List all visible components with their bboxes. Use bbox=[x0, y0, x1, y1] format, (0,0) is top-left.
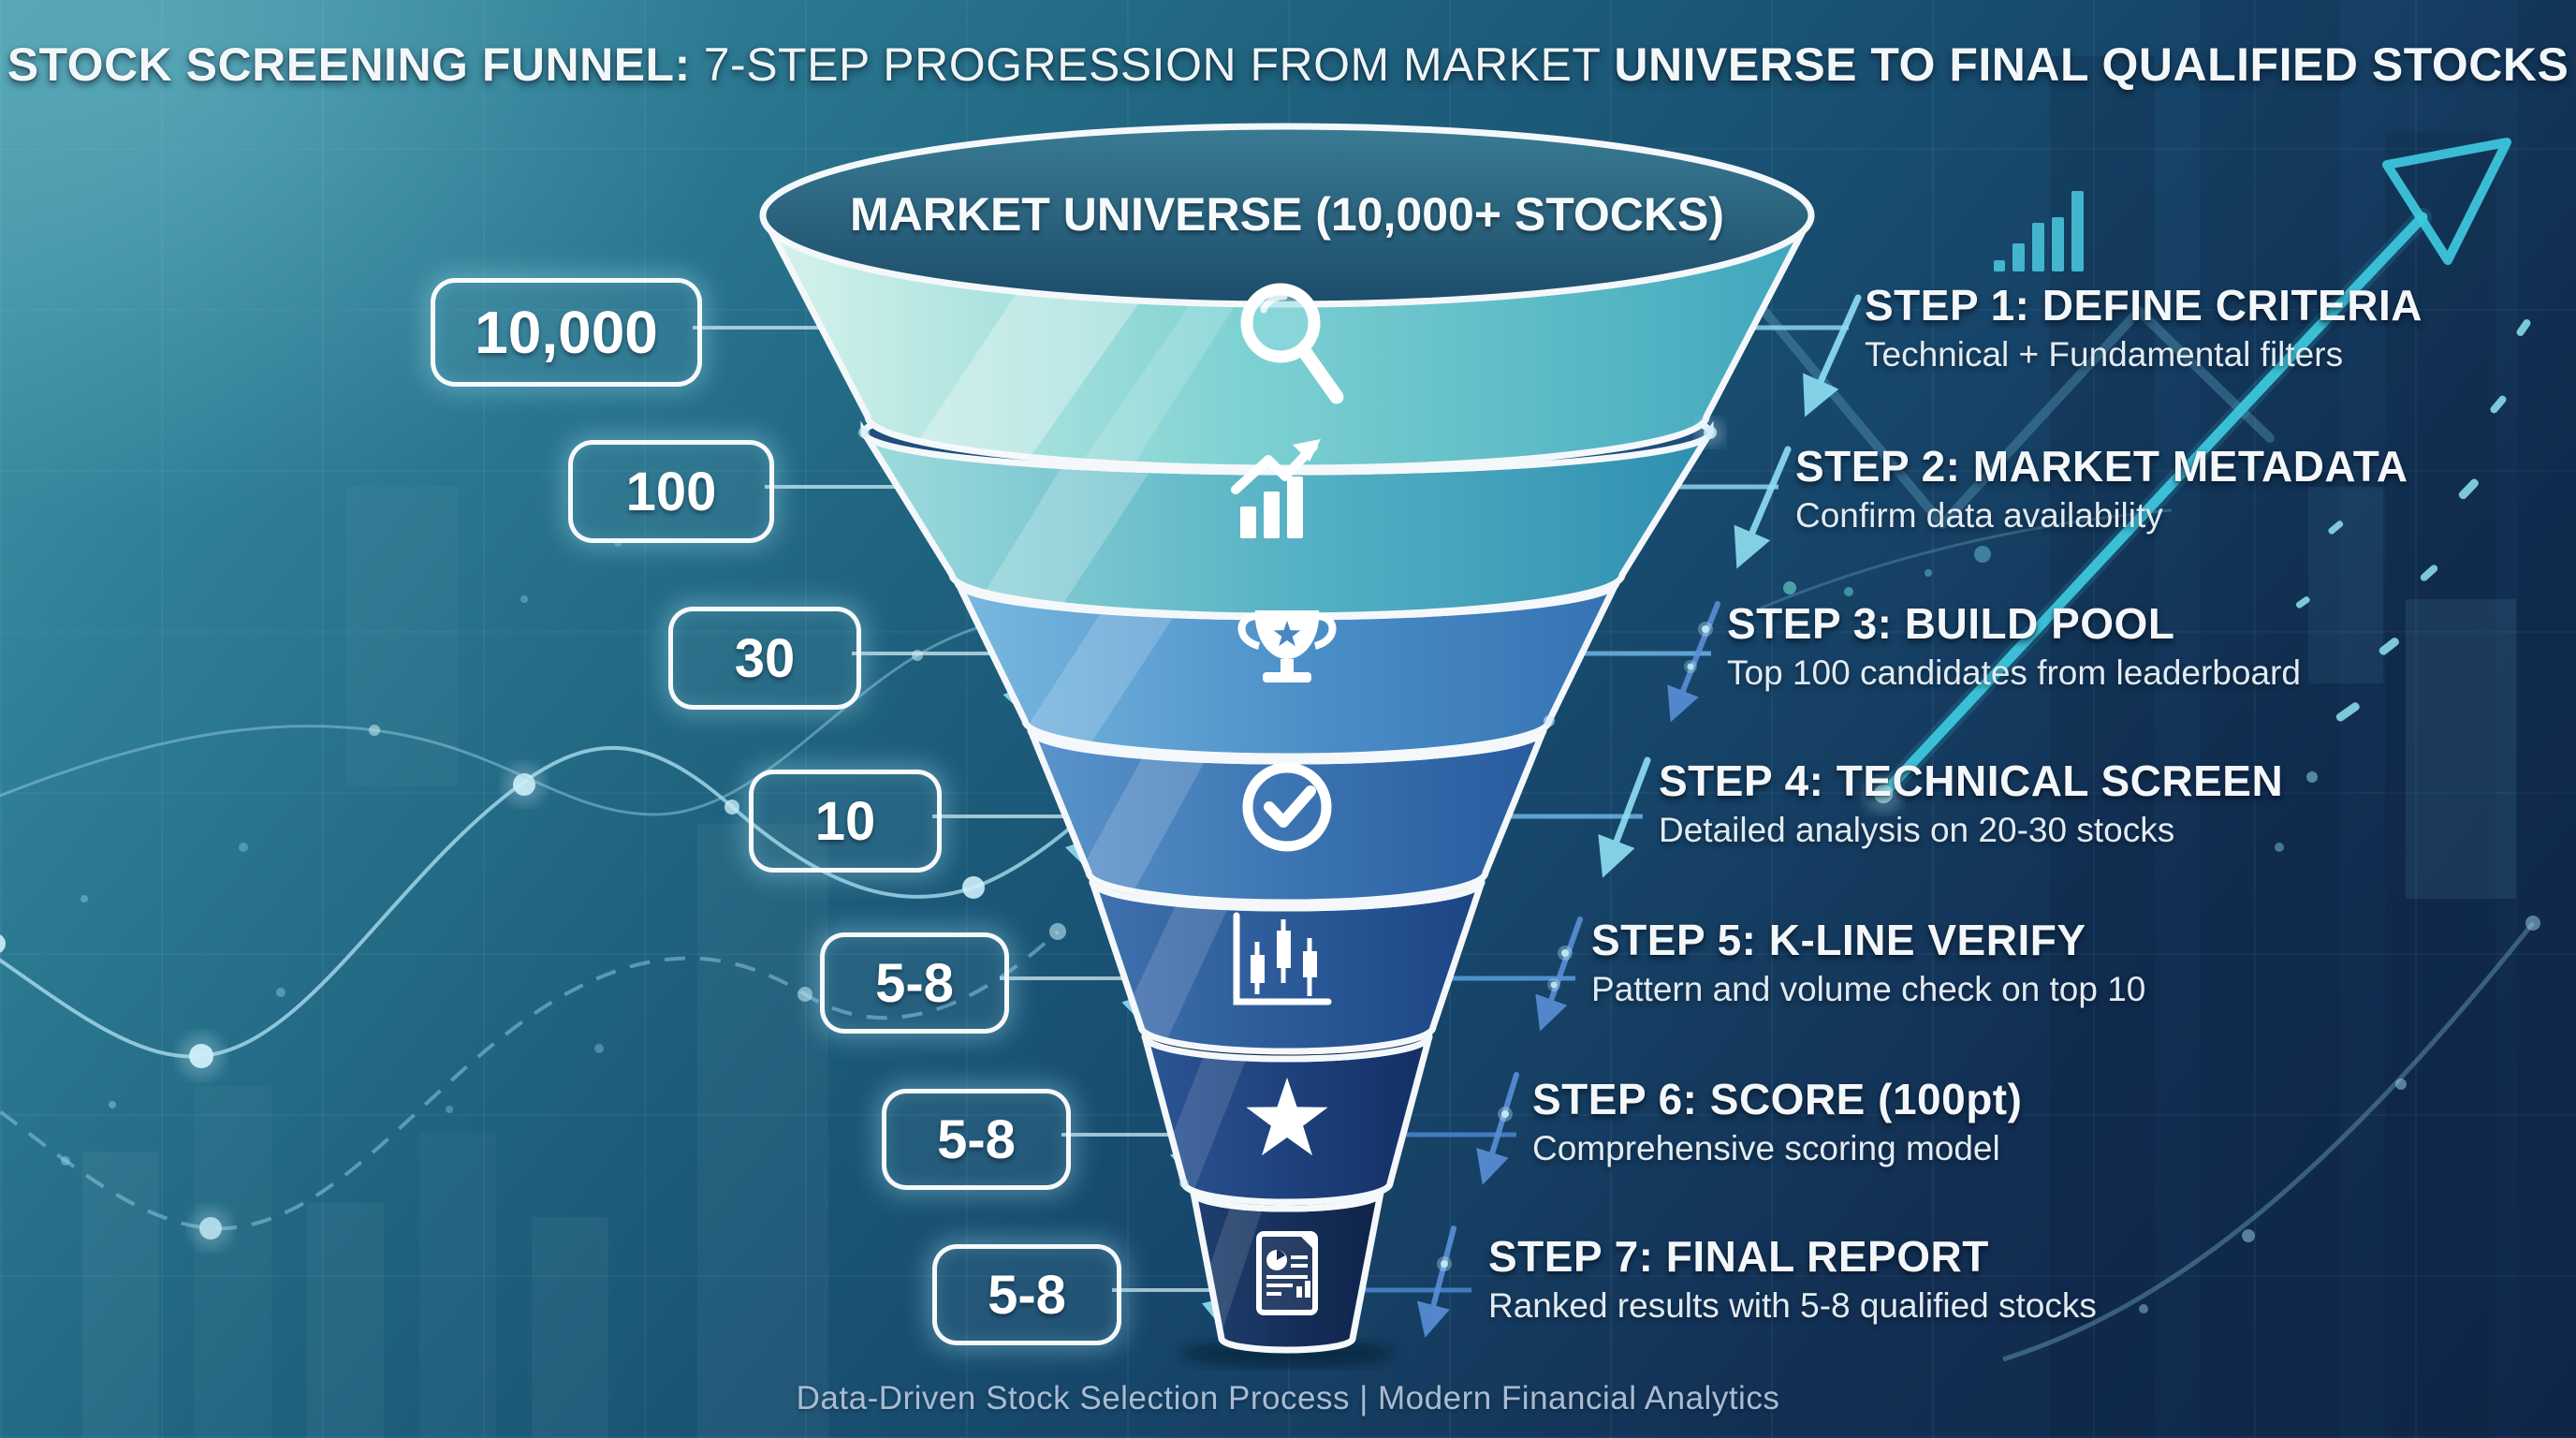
step-4-block: STEP 4: TECHNICAL SCREEN Detailed analys… bbox=[1659, 756, 2283, 850]
step-5-detail: Pattern and volume check on top 10 bbox=[1591, 970, 2146, 1008]
step-5-title: STEP 5: K-LINE VERIFY bbox=[1591, 916, 2086, 964]
network-arc bbox=[1759, 508, 2173, 610]
rim-glints bbox=[858, 418, 1724, 1188]
step-1-block: STEP 1: DEFINE CRITERIA Technical + Fund… bbox=[1865, 281, 2422, 374]
right-down-arrows bbox=[1016, 294, 1862, 1338]
step-3-block: STEP 3: BUILD POOL Top 100 candidates fr… bbox=[1727, 599, 2301, 693]
magnifier-icon bbox=[1240, 283, 1344, 404]
page-title: STOCK SCREENING FUNNEL:7-STEP PROGRESSIO… bbox=[0, 37, 2576, 92]
count-badge-6: 5-8 bbox=[882, 1089, 1071, 1190]
step-6-detail: Comprehensive scoring model bbox=[1532, 1129, 2000, 1167]
mini-bar-chart-icon bbox=[1994, 191, 2084, 271]
count-badge-1: 10,000 bbox=[431, 278, 702, 387]
count-badge-2: 100 bbox=[568, 440, 774, 543]
count-badge-7: 5-8 bbox=[932, 1244, 1121, 1345]
step-2-detail: Confirm data availability bbox=[1795, 496, 2163, 535]
sparkle-dashes bbox=[2275, 319, 2531, 852]
check-circle-icon bbox=[1242, 762, 1332, 852]
step-1-detail: Technical + Fundamental filters bbox=[1865, 335, 2344, 374]
step-3-title: STEP 3: BUILD POOL bbox=[1727, 599, 2175, 648]
bar-chart-growth-icon bbox=[1231, 439, 1321, 538]
count-badge-5: 5-8 bbox=[820, 932, 1009, 1034]
step-4-title: STEP 4: TECHNICAL SCREEN bbox=[1659, 756, 2284, 805]
step-4-detail: Detailed analysis on 20-30 stocks bbox=[1659, 811, 2175, 849]
step-5-block: STEP 5: K-LINE VERIFY Pattern and volume… bbox=[1591, 916, 2145, 1009]
step-6-title: STEP 6: SCORE (100pt) bbox=[1532, 1075, 2023, 1123]
step-2-title: STEP 2: MARKET METADATA bbox=[1795, 442, 2408, 491]
scatter-dots bbox=[61, 539, 622, 1166]
candlestick-chart-icon bbox=[1233, 912, 1332, 1005]
step-2-block: STEP 2: MARKET METADATA Confirm data ava… bbox=[1795, 442, 2408, 536]
growth-arrow-icon bbox=[1865, 138, 2511, 813]
arrow-glow-dots bbox=[1016, 622, 1713, 1271]
report-document-icon bbox=[1256, 1231, 1318, 1315]
title-part-bold-left: STOCK SCREENING FUNNEL: bbox=[7, 38, 691, 91]
faint-bar-chart-bars bbox=[82, 487, 828, 1438]
title-part-regular: 7-STEP PROGRESSION FROM MARKET bbox=[703, 38, 1602, 91]
bottom-right-curve bbox=[2002, 916, 2540, 1362]
zigzag-line bbox=[1744, 287, 2275, 529]
trophy-icon bbox=[1237, 610, 1337, 682]
badge-connector-lines bbox=[693, 326, 1213, 1292]
star-icon bbox=[1246, 1078, 1328, 1156]
step-7-detail: Ranked results with 5-8 qualified stocks bbox=[1488, 1286, 2097, 1325]
step-connector-lines bbox=[1362, 325, 1849, 1293]
step-7-block: STEP 7: FINAL REPORT Ranked results with… bbox=[1488, 1232, 2097, 1326]
wave-line-dashed bbox=[0, 923, 1066, 1249]
step-1-title: STEP 1: DEFINE CRITERIA bbox=[1865, 281, 2422, 330]
count-badge-3: 30 bbox=[668, 607, 861, 710]
step-6-block: STEP 6: SCORE (100pt) Comprehensive scor… bbox=[1532, 1075, 2022, 1168]
step-7-title: STEP 7: FINAL REPORT bbox=[1488, 1232, 1989, 1281]
funnel-top-label: MARKET UNIVERSE (10,000+ STOCKS) bbox=[850, 188, 1724, 241]
title-part-bold-right: UNIVERSE TO FINAL QUALIFIED STOCKS bbox=[1614, 38, 2569, 91]
step-3-detail: Top 100 candidates from leaderboard bbox=[1727, 653, 2301, 692]
footer-caption: Data-Driven Stock Selection Process | Mo… bbox=[796, 1380, 1780, 1416]
count-badge-4: 10 bbox=[749, 770, 942, 873]
